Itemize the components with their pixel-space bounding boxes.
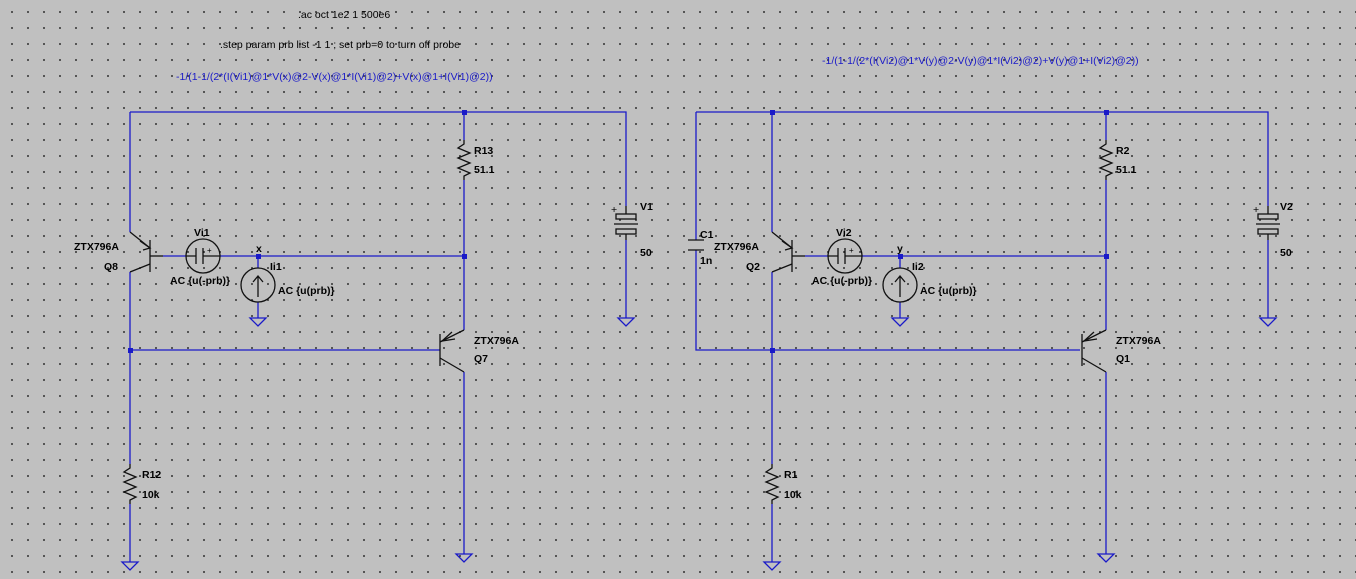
v1-ref: V1 <box>640 201 653 213</box>
r1-ref: R1 <box>784 469 798 481</box>
ii2-ref: Ii2 <box>912 261 924 273</box>
vi2-ref: Vi2 <box>836 227 852 239</box>
r13-value: 51.1 <box>474 164 495 176</box>
q1-model: ZTX796A <box>1116 335 1161 347</box>
left-wires[interactable] <box>129 111 627 562</box>
q8-model: ZTX796A <box>74 241 119 253</box>
q7-ref: Q7 <box>474 353 488 365</box>
resistor-r13[interactable] <box>456 140 472 180</box>
probe-current-ii2[interactable] <box>882 267 918 303</box>
v2-value: 50 <box>1280 247 1292 259</box>
right-circuit: C1 1n ZTX796A Q2 ZTX796A Q1 R2 51.1 R1 1… <box>688 110 1293 571</box>
r2-value: 51.1 <box>1116 164 1137 176</box>
q2-model: ZTX796A <box>714 241 759 253</box>
c1-value: 1n <box>700 255 712 267</box>
vi2-value: AC {u(-prb)} <box>812 275 872 287</box>
probe-source-vi2[interactable]: + <box>827 238 863 274</box>
probe-expression-right[interactable]: -1/(1-1/(2*(I(Vi2)@1*V(y)@2-V(y)@1*I(Vi2… <box>822 55 1139 67</box>
step-directive[interactable]: .step param prb list -1 1 ; set prb=0 to… <box>220 39 460 51</box>
r12-ref: R12 <box>142 469 161 481</box>
resistor-r12[interactable] <box>122 464 138 504</box>
transistor-q8[interactable] <box>129 231 163 273</box>
svg-text:+: + <box>1253 204 1259 216</box>
transistor-q2[interactable] <box>771 231 805 273</box>
right-grounds <box>762 317 1278 571</box>
svg-text:+: + <box>849 246 854 255</box>
vi1-value: AC {u(-prb)} <box>170 275 230 287</box>
q2-ref: Q2 <box>746 261 760 273</box>
voltage-source-v2[interactable]: + <box>1253 204 1280 240</box>
left-circuit: ZTX796A Q8 ZTX796A Q7 R13 51.1 R12 10k +… <box>74 110 653 571</box>
q7-model: ZTX796A <box>474 335 519 347</box>
transistor-q1[interactable] <box>1081 329 1107 373</box>
net-label-x[interactable]: x <box>256 243 262 255</box>
svg-text:+: + <box>207 246 212 255</box>
left-grounds <box>120 317 636 571</box>
r13-ref: R13 <box>474 145 493 157</box>
ii1-value: AC {u(prb)} <box>278 285 335 297</box>
ii1-ref: Ii1 <box>270 261 282 273</box>
q1-ref: Q1 <box>1116 353 1130 365</box>
svg-text:+: + <box>611 204 617 216</box>
vi1-ref: Vi1 <box>194 227 210 239</box>
voltage-source-v1[interactable]: + <box>611 204 638 240</box>
probe-current-ii1[interactable] <box>240 267 276 303</box>
q8-ref: Q8 <box>104 261 118 273</box>
resistor-r1[interactable] <box>764 464 780 504</box>
r12-value: 10k <box>142 489 160 501</box>
resistor-r2[interactable] <box>1098 140 1114 180</box>
r2-ref: R2 <box>1116 145 1130 157</box>
right-wires[interactable] <box>695 111 1269 562</box>
left-junctions <box>128 110 467 353</box>
r1-value: 10k <box>784 489 802 501</box>
transistor-q7[interactable] <box>439 329 465 373</box>
ii2-value: AC {u(prb)} <box>920 285 977 297</box>
c1-ref: C1 <box>700 229 714 241</box>
net-label-y[interactable]: y <box>897 243 903 255</box>
v1-value: 50 <box>640 247 652 259</box>
probe-source-vi1[interactable]: + <box>185 238 221 274</box>
capacitor-c1[interactable] <box>688 239 704 251</box>
v2-ref: V2 <box>1280 201 1293 213</box>
probe-expression-left[interactable]: -1/(1-1/(2*(I(Vi1)@1*V(x)@2-V(x)@1*I(Vi1… <box>176 71 493 83</box>
ac-directive[interactable]: .ac oct 1e2 1 500e6 <box>298 9 390 21</box>
right-junctions <box>770 110 1109 353</box>
